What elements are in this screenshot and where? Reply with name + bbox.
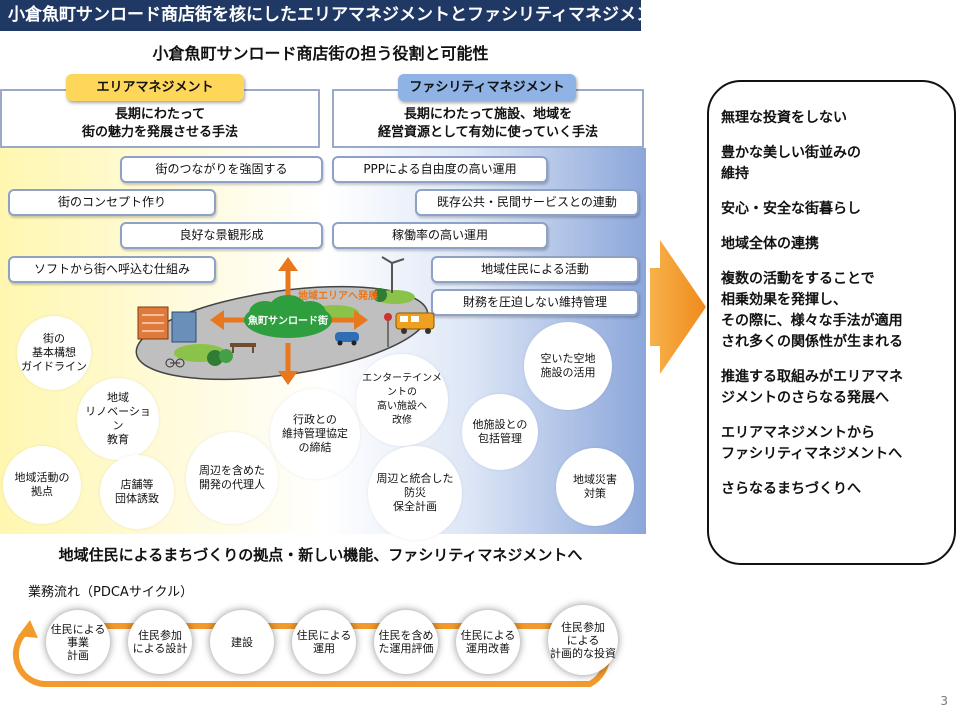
outcome-item: 複数の活動をすることで 相乗効果を発揮し、 その際に、様々な手法が適用 され多く…	[721, 271, 903, 350]
bottom-heading: 地域住民によるまちづくりの拠点・新しい機能、ファシリティマネジメントへ	[58, 546, 583, 564]
area-item-landscape: 良好な景観形成	[120, 222, 323, 249]
facility-item-resident-activity: 地域住民による活動	[431, 256, 639, 283]
area-circle-renovation: 地域 リノベーション 教育	[77, 378, 159, 460]
flow-step: 住民参加 による設計	[128, 610, 192, 674]
flow-step: 住民を含め た運用評価	[374, 610, 438, 674]
flow-step: 住民による 運用改善	[456, 610, 520, 674]
area-management-description: 長期にわたって 街の魅力を発展させる手法	[0, 89, 320, 148]
car-icon	[335, 332, 359, 346]
area-circle-development-agent: 周辺を含めた 開発の代理人	[186, 432, 278, 524]
expansion-arrows	[210, 257, 368, 385]
facility-item-service-link: 既存公共・民間サービスとの連動	[415, 189, 639, 216]
center-label: 魚町サンロード街	[248, 316, 328, 327]
page-title: 小倉魚町サンロード商店街を核にしたエリアマネジメントとファシリティマネジメント	[0, 0, 670, 31]
area-item-soft-mechanism: ソフトから街へ呼込む仕組み	[8, 256, 216, 283]
outcomes-panel: 無理な投資をしない 豊かな美しい街並みの 維持 安心・安全な街暮らし 地域全体の…	[707, 80, 956, 565]
facility-circle-vacant-use: 空いた空地 施設の活用	[524, 322, 612, 410]
flow-label: 業務流れ（PDCAサイクル）	[28, 585, 194, 600]
facility-item-utilization: 稼働率の高い運用	[332, 222, 548, 249]
center-cloud	[244, 295, 332, 338]
big-arrow-icon	[650, 240, 706, 374]
bench-icon	[230, 343, 256, 353]
flow-step: 住民参加 による 計画的な投資	[548, 605, 618, 675]
outcome-item: 安心・安全な街暮らし	[721, 201, 861, 217]
facility-circle-renovation: エンターテインメントの 高い施設へ 改修	[356, 354, 448, 446]
bicycle-icon	[165, 358, 185, 368]
outcome-item: エリアマネジメントから ファシリティマネジメントへ	[721, 425, 903, 462]
outcome-item: 無理な投資をしない	[721, 110, 847, 126]
area-circle-activity-base: 地域活動の 拠点	[3, 446, 81, 524]
bus-stop-icon	[384, 313, 392, 347]
diagram-subtitle: 小倉魚町サンロード商店街の担う役割と可能性	[152, 44, 489, 63]
flow-step: 住民による 事業 計画	[46, 610, 110, 674]
flow-step: 建設	[210, 610, 274, 674]
facility-item-maintenance: 財務を圧迫しない維持管理	[431, 289, 639, 316]
outcome-item: 地域全体の連携	[721, 236, 819, 252]
outcome-item: 豊かな美しい街並みの 維持	[721, 145, 861, 182]
facility-circle-disaster-measures: 地域災害 対策	[556, 448, 634, 526]
area-item-concept: 街のコンセプト作り	[8, 189, 216, 216]
flow-step: 住民による 運用	[292, 610, 356, 674]
wind-turbine-icon	[381, 256, 405, 293]
bus-icon	[395, 312, 435, 334]
outcome-item: 推進する取組みがエリアマネ ジメントのさらなる発展へ	[721, 369, 903, 406]
town-illustration	[135, 256, 435, 385]
area-circle-store-attraction: 店舗等 団体誘致	[100, 455, 174, 529]
facility-circle-disaster-plan: 周辺と統合した 防災 保全計画	[368, 446, 462, 540]
area-management-tag: エリアマネジメント	[66, 74, 244, 101]
expansion-label: 地域エリアへ発展	[298, 291, 378, 302]
building-icon	[137, 306, 197, 343]
facility-circle-agreement: 行政との 維持管理協定 の締結	[270, 389, 360, 479]
outcome-item: さらなるまちづくりへ	[721, 481, 861, 497]
facility-circle-comprehensive: 他施設との 包括管理	[462, 394, 538, 470]
facility-management-tag: ファシリティマネジメント	[398, 74, 576, 101]
page-number: 3	[940, 694, 948, 708]
area-item-connection: 街のつながりを強固する	[120, 156, 323, 183]
facility-item-ppp: PPPによる自由度の高い運用	[332, 156, 548, 183]
area-circle-guideline: 街の 基本構想 ガイドライン	[17, 316, 91, 390]
